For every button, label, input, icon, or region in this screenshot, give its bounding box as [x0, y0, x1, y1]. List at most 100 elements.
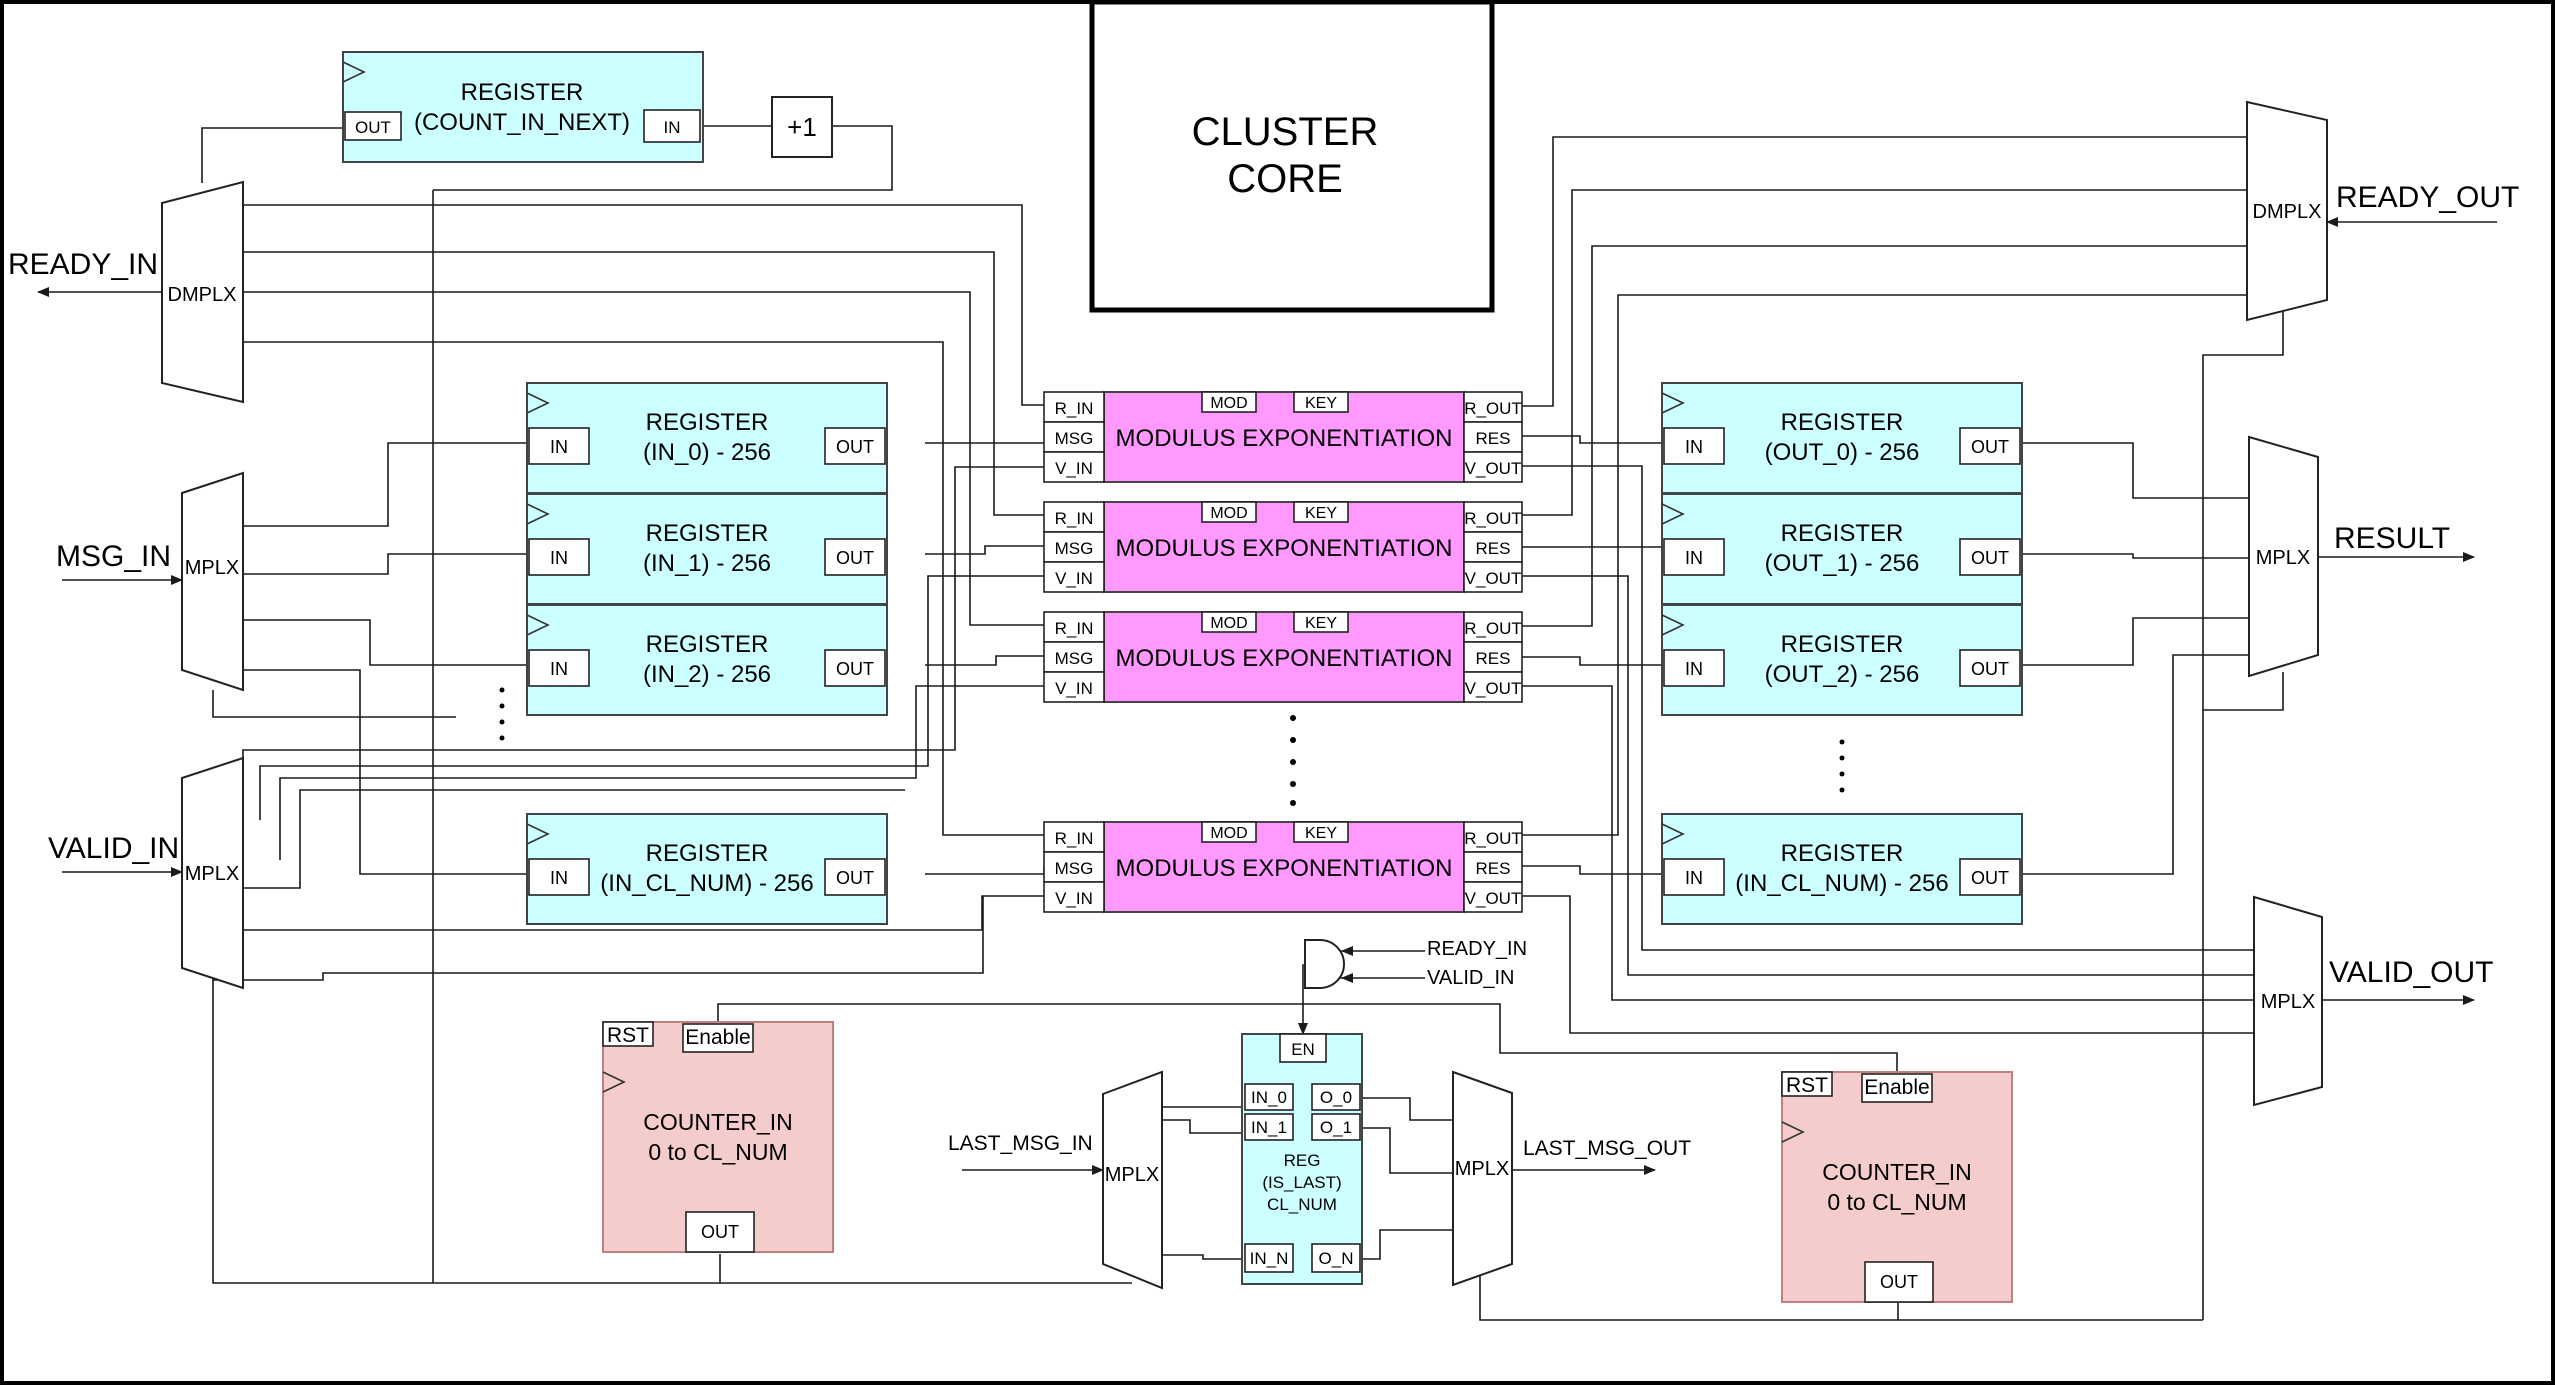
valid-in-label: VALID_IN — [48, 832, 179, 865]
register-title: REGISTER — [646, 631, 769, 658]
register-subtitle: (COUNT_IN_NEXT) — [414, 109, 630, 136]
port-label: IN — [1685, 548, 1703, 568]
wiring — [201, 125, 2284, 1321]
mplx-valid-out: MPLX — [2253, 895, 2323, 1107]
modexp-label: MODULUS EXPONENTIATION — [1116, 535, 1453, 562]
register-subtitle: (OUT_2) - 256 — [1765, 661, 1920, 688]
port-label: OUT — [1880, 1272, 1918, 1292]
port-label: V_OUT — [1465, 569, 1522, 588]
port-label: OUT — [355, 118, 391, 137]
register-title: REGISTER — [461, 79, 584, 106]
and-valid-in-label: VALID_IN — [1427, 967, 1514, 989]
port-label: KEY — [1305, 505, 1337, 522]
port-label: OUT — [1971, 548, 2009, 568]
port-label: RES — [1476, 429, 1511, 448]
cluster-title-line1: CLUSTER — [1192, 110, 1379, 154]
port-label: OUT — [836, 548, 874, 568]
register-subtitle: (IN_CL_NUM) - 256 — [600, 870, 813, 897]
input-register-2: IN OUT REGISTER (IN_2) - 256 — [526, 604, 888, 716]
cluster-core-box: CLUSTER CORE — [1089, 0, 1495, 313]
port-label: MOD — [1210, 505, 1247, 522]
register-title: REGISTER — [646, 840, 769, 867]
port-label: R_OUT — [1464, 829, 1522, 848]
port-label: KEY — [1305, 615, 1337, 632]
mplx-last-in: MPLX — [1102, 1070, 1163, 1290]
ready-out-label: READY_OUT — [2336, 181, 2519, 214]
port-label: O_N — [1319, 1249, 1354, 1268]
last-msg-in-label: LAST_MSG_IN — [948, 1132, 1093, 1155]
port-label: KEY — [1305, 395, 1337, 412]
counter-subtitle: 0 to CL_NUM — [1827, 1189, 1966, 1215]
port-label: IN — [550, 659, 568, 679]
port-label: OUT — [701, 1222, 739, 1242]
port-label: MSG — [1055, 539, 1094, 558]
mux-label: MPLX — [2261, 991, 2315, 1013]
mux-label: MPLX — [1455, 1158, 1509, 1180]
counter-subtitle: 0 to CL_NUM — [648, 1139, 787, 1165]
port-label: O_1 — [1320, 1118, 1352, 1137]
port-label: R_OUT — [1464, 619, 1522, 638]
port-label: RST — [607, 1024, 649, 1047]
ready-in-label: READY_IN — [8, 248, 158, 281]
mplx-last-out: MPLX — [1452, 1070, 1513, 1287]
register-subtitle: (OUT_0) - 256 — [1765, 439, 1920, 466]
port-label: RST — [1786, 1074, 1828, 1097]
port-label: V_IN — [1055, 679, 1093, 698]
register-title: REGISTER — [1781, 631, 1904, 658]
port-label: MSG — [1055, 649, 1094, 668]
counter-title: COUNTER_IN — [1822, 1159, 1972, 1185]
modexp-ellipsis — [1290, 715, 1296, 806]
register-title: REGISTER — [1781, 840, 1904, 867]
mux-label: MPLX — [1105, 1164, 1159, 1186]
counter-in-left: RST Enable COUNTER_IN 0 to CL_NUM OUT — [602, 1021, 834, 1253]
mux-label: MPLX — [185, 557, 239, 579]
port-label: R_IN — [1055, 829, 1094, 848]
port-label: OUT — [1971, 437, 2009, 457]
modexp-label: MODULUS EXPONENTIATION — [1116, 645, 1453, 672]
port-label: EN — [1291, 1040, 1315, 1059]
port-label: IN — [1685, 868, 1703, 888]
port-label: RES — [1476, 539, 1511, 558]
counter-title: COUNTER_IN — [643, 1109, 793, 1135]
port-label: OUT — [836, 659, 874, 679]
port-label: IN_1 — [1251, 1118, 1287, 1137]
register-title: REGISTER — [646, 520, 769, 547]
register-title: REGISTER — [1781, 520, 1904, 547]
register-title: REGISTER — [646, 409, 769, 436]
port-label: V_IN — [1055, 569, 1093, 588]
mplx-msg: MPLX — [181, 471, 244, 692]
mplx-result: MPLX — [2248, 435, 2319, 678]
port-label: OUT — [836, 868, 874, 888]
port-label: V_IN — [1055, 889, 1093, 908]
register-subtitle: (IN_1) - 256 — [643, 550, 771, 577]
port-label: Enable — [1864, 1076, 1929, 1099]
port-label: MOD — [1210, 825, 1247, 842]
reg-label: REG — [1284, 1151, 1321, 1170]
dmplx-right: DMPLX — [2246, 100, 2328, 322]
port-label: IN_N — [1250, 1249, 1289, 1268]
port-label: Enable — [685, 1026, 750, 1049]
port-label: R_OUT — [1464, 399, 1522, 418]
output-register-ellipsis — [1839, 739, 1845, 793]
and-ready-in-label: READY_IN — [1427, 938, 1527, 960]
increment-label: +1 — [787, 112, 817, 142]
port-label: IN — [550, 437, 568, 457]
port-label: IN — [1685, 659, 1703, 679]
register-subtitle: (IN_CL_NUM) - 256 — [1735, 870, 1948, 897]
mux-label: MPLX — [185, 863, 239, 885]
register-subtitle: (IN_2) - 256 — [643, 661, 771, 688]
reg-label: (IS_LAST) — [1262, 1173, 1341, 1192]
dmplx-left: DMPLX — [161, 180, 244, 404]
port-label: IN — [550, 548, 568, 568]
mux-label: DMPLX — [168, 284, 237, 306]
mux-label: MPLX — [2256, 547, 2310, 569]
port-label: IN_0 — [1251, 1088, 1287, 1107]
port-label: O_0 — [1320, 1088, 1352, 1107]
